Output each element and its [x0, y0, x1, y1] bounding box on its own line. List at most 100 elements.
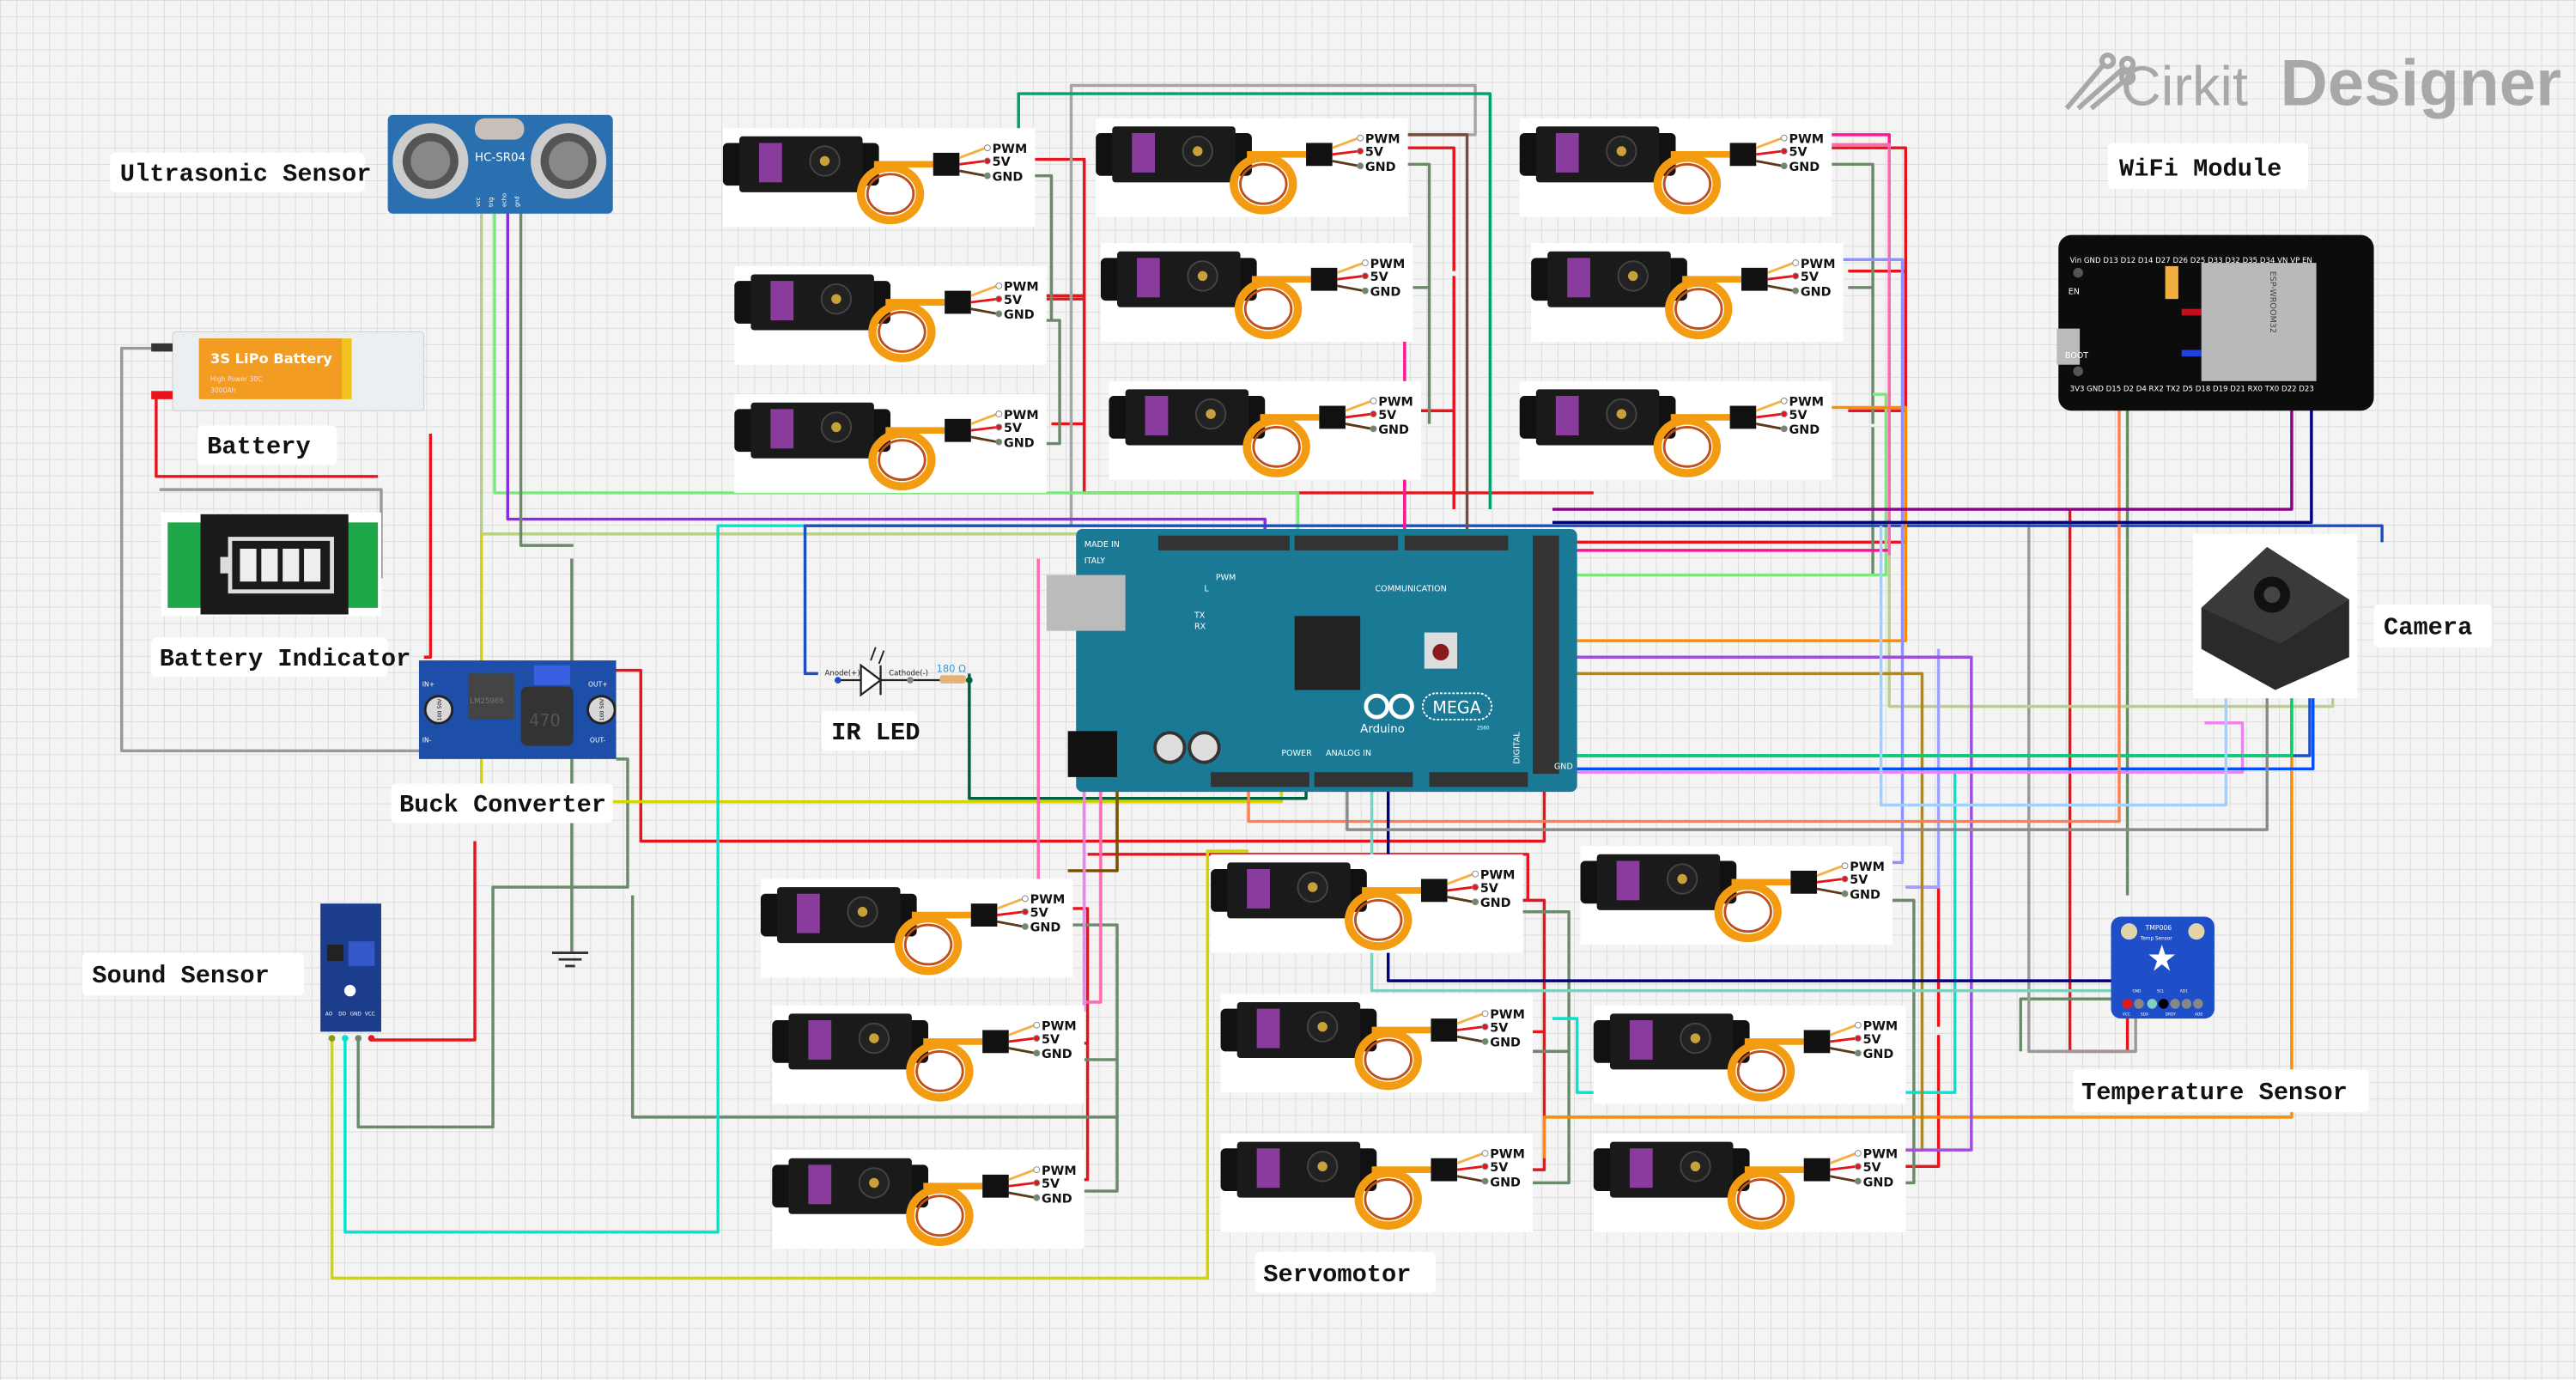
servo-pin-pwm[interactable] — [1361, 259, 1369, 267]
servo-pin-5v[interactable] — [1370, 410, 1377, 418]
servo-pin-5v[interactable] — [1780, 148, 1788, 155]
en-button[interactable] — [2073, 267, 2083, 278]
servo-pin-label: PWM — [1042, 1164, 1077, 1178]
battery-indicator[interactable] — [161, 512, 381, 617]
camera-module[interactable] — [2193, 533, 2358, 699]
servo-pin-label: 5V — [1490, 1021, 1509, 1035]
servo-pin-label: PWM — [1030, 893, 1066, 907]
servo-pin-gnd[interactable] — [1481, 1177, 1489, 1185]
servo-pin-label: GND — [1370, 285, 1401, 299]
servo-pin-label: GND — [1801, 285, 1832, 299]
servo-pin-pwm[interactable] — [1854, 1150, 1862, 1157]
servo-pin-pwm[interactable] — [1854, 1021, 1862, 1029]
servo-pin-label: PWM — [1480, 869, 1516, 883]
servo-pin-5v[interactable] — [1021, 908, 1029, 915]
servo-pin-5v[interactable] — [1481, 1023, 1489, 1030]
communication-label: COMMUNICATION — [1375, 585, 1446, 594]
servo-pin-pwm[interactable] — [1033, 1166, 1041, 1174]
servo-pin-pwm[interactable] — [1481, 1150, 1489, 1157]
servo-pin-5v[interactable] — [1361, 272, 1369, 280]
servo-pin-gnd[interactable] — [1854, 1049, 1862, 1057]
servo-pin-gnd[interactable] — [1357, 162, 1364, 170]
servo-pin-pwm[interactable] — [1021, 895, 1029, 903]
servo-pin-5v[interactable] — [1481, 1163, 1489, 1170]
servo-pin-gnd[interactable] — [983, 172, 991, 179]
buck-converter[interactable]: 100 50V 100 50V LM2596S 470 IN+ IN- OUT+… — [418, 660, 617, 759]
servo-pin-pwm[interactable] — [1357, 134, 1364, 142]
servo-pin-pwm[interactable] — [1370, 397, 1377, 404]
servomotors: PWM5VGNDPWM5VGNDPWM5VGNDPWM5VGNDPWM5VGND… — [722, 118, 1906, 1249]
servo-pin-5v[interactable] — [1854, 1163, 1862, 1170]
pin-label: VCC — [2123, 1012, 2130, 1017]
servo-pin-gnd[interactable] — [1780, 425, 1788, 433]
servo-pin-gnd[interactable] — [1370, 425, 1377, 433]
esp32-wifi-module[interactable]: ESP-WROOM32 Vin GND D13 D12 D14 D27 D26 … — [2057, 234, 2374, 411]
servo-pin-label: GND — [1863, 1048, 1894, 1061]
servo-pin-pwm[interactable] — [1780, 134, 1788, 142]
servo-pin-5v[interactable] — [995, 295, 1003, 303]
servo-pin-label: 5V — [1378, 409, 1397, 423]
servo-pin-5v[interactable] — [1472, 884, 1479, 891]
sound-sensor[interactable]: AO DO GND VCC — [320, 903, 381, 1042]
servo-pin-5v[interactable] — [1792, 272, 1800, 280]
servo-pin-gnd[interactable] — [1021, 923, 1029, 930]
servo-pin-gnd[interactable] — [1033, 1194, 1041, 1201]
servo-pin-gnd[interactable] — [1033, 1049, 1041, 1057]
servo-pin-5v[interactable] — [1854, 1035, 1862, 1042]
servo-pin-gnd[interactable] — [1472, 898, 1479, 906]
arduino-mega[interactable]: MADE IN ITALY PWM L TX RX COMMUNICATION … — [1046, 529, 1577, 793]
servo-pin-5v[interactable] — [1357, 148, 1364, 155]
servo-pin-gnd[interactable] — [995, 438, 1003, 446]
temperature-sensor[interactable]: TMP006 Temp Sensor VCC GND SDA SCL DRDY … — [2111, 916, 2215, 1019]
servo-pin-pwm[interactable] — [1472, 870, 1479, 878]
servo-pin-pwm[interactable] — [1841, 862, 1849, 870]
servo-pin-pwm[interactable] — [995, 282, 1003, 289]
servo-pin-pwm[interactable] — [1780, 397, 1788, 404]
servo-pin-pwm[interactable] — [995, 410, 1003, 418]
servo-pin-gnd[interactable] — [1841, 890, 1849, 897]
servo-pin-pwm[interactable] — [983, 144, 991, 152]
servo-pin-5v[interactable] — [1033, 1035, 1041, 1042]
ir-led[interactable]: Anode(+) Cathode(-) 180 Ω — [825, 647, 973, 697]
servo-pin-pwm[interactable] — [1792, 259, 1800, 267]
pin-label: SDA — [2141, 1012, 2148, 1017]
servo-pin-gnd[interactable] — [1780, 162, 1788, 170]
servo-pin-gnd[interactable] — [995, 310, 1003, 318]
servo-pin-label: PWM — [1004, 409, 1039, 423]
power-label: POWER — [1281, 749, 1312, 758]
buck-chip: LM2596S — [470, 697, 504, 706]
servo-pin-5v[interactable] — [1780, 410, 1788, 418]
servo-pin-pwm[interactable] — [1481, 1010, 1489, 1018]
servo-pin-5v[interactable] — [1033, 1179, 1041, 1187]
servo-pin-5v[interactable] — [995, 423, 1003, 431]
servo-pin-gnd[interactable] — [1481, 1037, 1489, 1045]
lipo-battery[interactable]: 3S LiPo Battery High Power 30C 3000Ah — [151, 331, 425, 411]
servo-pin-gnd[interactable] — [1854, 1177, 1862, 1185]
servo-pin-gnd[interactable] — [1361, 287, 1369, 295]
servo-pin-gnd[interactable] — [1792, 287, 1800, 295]
servo-pin-pwm[interactable] — [1033, 1021, 1041, 1029]
servo-pin-5v[interactable] — [983, 157, 991, 165]
servo-pin-5v[interactable] — [1841, 875, 1849, 883]
boot-button[interactable] — [2073, 366, 2083, 377]
ultrasonic-sensor[interactable]: HC-SR04 vcc trig echo gnd — [387, 114, 613, 214]
